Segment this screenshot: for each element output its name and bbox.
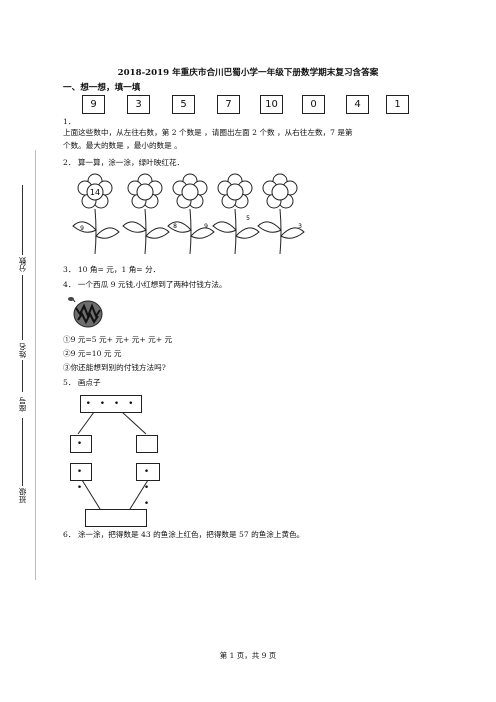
class-label: 班级 — [18, 488, 27, 503]
dot-box-left2: • • — [70, 463, 92, 493]
leaf-number: 9 — [204, 223, 208, 230]
dot-box-bottom — [85, 509, 147, 527]
name-label: 姓名 — [18, 343, 27, 358]
score-blank — [22, 185, 23, 255]
binding-line — [35, 150, 36, 580]
q1-line2: 个数。最大的数是 ，最小的数是 。 — [63, 141, 182, 150]
flowers-illustration: 14 9 8 9 5 3 — [72, 173, 305, 255]
q1-index: 1． — [63, 117, 76, 126]
number-box: 1 — [386, 95, 409, 114]
flower-5 — [257, 173, 305, 255]
flower-2 — [122, 173, 170, 255]
page-footer: 第 1 页，共 9 页 — [219, 651, 277, 660]
section-heading: 一、想一想，填一填 — [63, 83, 141, 93]
page-title: 2018-2019 年重庆市合川巴蜀小学一年级下册数学期末复习含答案 — [117, 68, 379, 78]
flower-4 — [212, 173, 260, 255]
q1-line1: 上面这些数中，从左往右数，第 2 个数是 ，请圈出左面 2 个数 ，从右往左数，… — [63, 128, 353, 137]
number-box: 4 — [346, 95, 369, 114]
number-box: 5 — [172, 95, 195, 114]
q6-text: 6． 涂一涂，把得数是 43 的鱼涂上红色，把得数是 57 的鱼涂上黄色。 — [63, 530, 305, 539]
flower-1 — [72, 173, 120, 255]
q2-text: 2． 算一算，涂一涂，绿叶映红花． — [63, 158, 185, 167]
dot-tree-diagram — [77, 411, 149, 510]
q4-line1: ①9 元=5 元+ 元+ 元+ 元+ 元 — [63, 335, 173, 344]
watermelon-illustration — [68, 297, 103, 328]
seat-label: 座号 — [18, 397, 27, 412]
class-blank — [22, 418, 23, 486]
leaf-number: 9 — [80, 225, 84, 232]
dot-box-left: • — [70, 435, 92, 453]
name-blank — [22, 275, 23, 340]
number-box: 3 — [127, 95, 150, 114]
flower-3 — [167, 173, 215, 255]
flower-number: 14 — [90, 188, 100, 197]
seat-blank — [22, 360, 23, 392]
dot-box-top: • • • • — [80, 395, 142, 413]
q4-line2: ②9 元=10 元 元 — [63, 349, 122, 358]
number-box: 0 — [302, 95, 325, 114]
dot-box-right2: • • • — [136, 463, 160, 509]
q4-line3: ③你还能想到别的付钱方法吗? — [63, 363, 166, 372]
number-box: 7 — [217, 95, 240, 114]
leaf-number: 5 — [246, 215, 250, 222]
q5-text: 5． 画点子 — [63, 378, 101, 387]
leaf-number: 8 — [173, 223, 177, 230]
dot-box-right — [136, 435, 158, 453]
number-box: 10 — [260, 95, 283, 114]
number-box: 9 — [82, 95, 105, 114]
q3-text: 3． 10 角= 元，1 角= 分． — [63, 265, 161, 274]
score-label: 分数 — [18, 257, 27, 272]
q4-text: 4． 一个西瓜 9 元钱,小红想到了两种付钱方法。 — [63, 280, 227, 289]
leaf-number: 3 — [298, 223, 302, 230]
